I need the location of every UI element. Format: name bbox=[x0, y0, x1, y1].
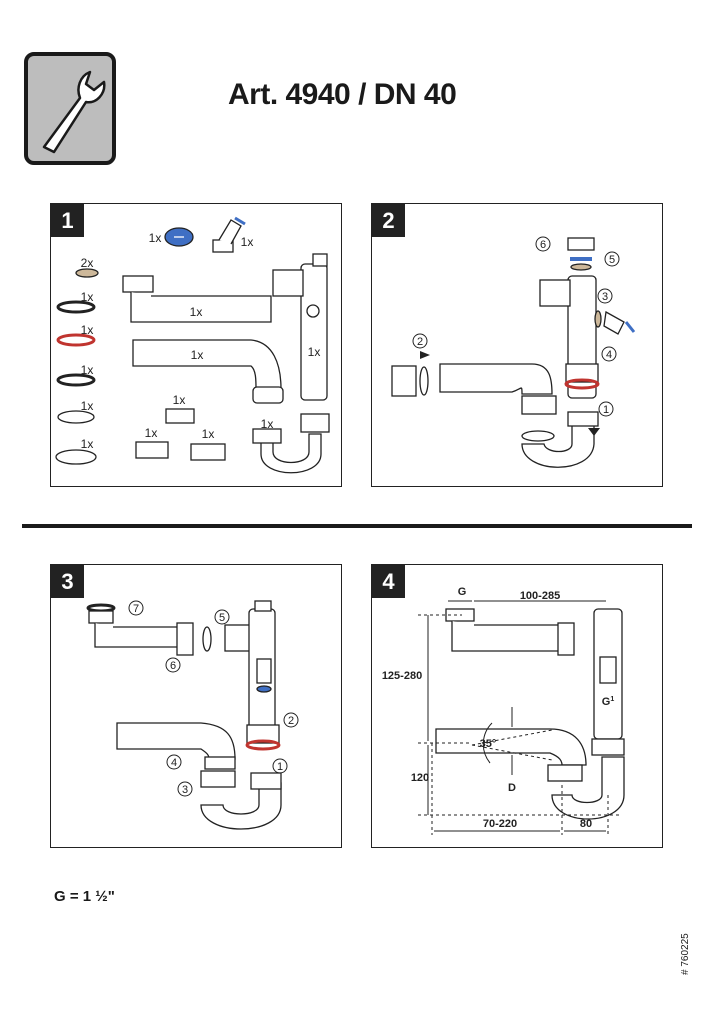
dimension-label: 100-285 bbox=[520, 590, 560, 602]
qty-label: 1x bbox=[81, 290, 94, 304]
step-4-panel: 4 bbox=[371, 564, 663, 848]
qty-label: 1x bbox=[81, 399, 94, 413]
angled-connector-part bbox=[212, 216, 246, 253]
u-trap-part bbox=[252, 413, 330, 474]
dimension-label: 125-280 bbox=[382, 670, 422, 682]
step-number: 2 bbox=[372, 204, 405, 237]
qty-label: 1x bbox=[202, 427, 215, 441]
nut-part bbox=[165, 408, 195, 424]
callout-number: 1 bbox=[277, 761, 283, 773]
step-number: 3 bbox=[51, 565, 84, 598]
white-seal-large-part bbox=[55, 449, 97, 465]
qty-label: 1x bbox=[191, 348, 204, 362]
callout-number: 5 bbox=[219, 612, 225, 624]
step-3-panel: 3 7 5 6 2 4 1 3 bbox=[50, 564, 342, 848]
qty-label: 1x bbox=[190, 305, 203, 319]
black-seal-part bbox=[56, 300, 96, 314]
qty-label: 2x bbox=[81, 256, 94, 270]
section-divider bbox=[22, 524, 692, 528]
qty-label: 1x bbox=[81, 437, 94, 451]
bent-pipe-part bbox=[132, 339, 284, 404]
dimension-diagram: G 100-285 G1 125-280 35° D 120 70-220 80 bbox=[382, 586, 625, 835]
callout-number: 6 bbox=[540, 239, 546, 251]
qty-label: 1x bbox=[81, 363, 94, 377]
black-seal-large-part bbox=[56, 373, 96, 387]
step-1-panel: 1 bbox=[50, 203, 342, 487]
qty-label: 1x bbox=[261, 417, 274, 431]
callout-number: 1 bbox=[603, 404, 609, 416]
qty-label: 1x bbox=[145, 426, 158, 440]
beige-seal-part bbox=[75, 268, 99, 278]
callout-number: 3 bbox=[602, 291, 608, 303]
callout-number: 2 bbox=[288, 715, 294, 727]
assembly-diagram: 7 5 6 2 4 1 3 bbox=[86, 600, 299, 830]
callout-number: 4 bbox=[171, 757, 177, 769]
dimension-label: D bbox=[508, 782, 516, 794]
nut-part bbox=[135, 441, 169, 459]
qty-label: 1x bbox=[81, 323, 94, 337]
parts-list-diagram: 1x 1x 2x 1x 1x 1x 1x 1x 1x 1x 1x 1x 1x 1… bbox=[55, 216, 330, 474]
dimension-label: G bbox=[458, 586, 467, 598]
page-title: Art. 4940 / DN 40 bbox=[228, 78, 457, 111]
document-number: # 760225 bbox=[680, 933, 691, 975]
step-2-panel: 2 6 5 3 2 bbox=[371, 203, 663, 487]
qty-label: 1x bbox=[149, 231, 162, 245]
white-seal-part bbox=[57, 410, 95, 424]
nut-part bbox=[190, 443, 226, 461]
dimension-label: 70-220 bbox=[483, 818, 517, 830]
callout-number: 3 bbox=[182, 784, 188, 796]
qty-label: 1x bbox=[173, 393, 186, 407]
qty-label: 1x bbox=[241, 235, 254, 249]
wrench-icon bbox=[42, 70, 106, 154]
qty-label: 1x bbox=[308, 345, 321, 359]
dimension-label: 120 bbox=[411, 772, 429, 784]
callout-number: 7 bbox=[133, 603, 139, 615]
callout-number: 4 bbox=[606, 349, 612, 361]
tool-badge bbox=[24, 52, 116, 165]
callout-number: 2 bbox=[417, 336, 423, 348]
assembly-diagram: 6 5 3 2 4 1 bbox=[391, 236, 636, 468]
callout-number: 6 bbox=[170, 660, 176, 672]
horizontal-pipe-part bbox=[122, 275, 272, 323]
dimension-label: G1 bbox=[602, 696, 615, 708]
thread-size-note: G = 1 ½" bbox=[54, 888, 115, 905]
vertical-tee-part bbox=[272, 253, 328, 401]
step-number: 1 bbox=[51, 204, 84, 237]
callout-number: 5 bbox=[609, 254, 615, 266]
red-seal-part bbox=[56, 333, 96, 347]
dimension-label: 80 bbox=[580, 818, 592, 830]
step-number: 4 bbox=[372, 565, 405, 598]
dimension-label: 35° bbox=[480, 738, 497, 750]
